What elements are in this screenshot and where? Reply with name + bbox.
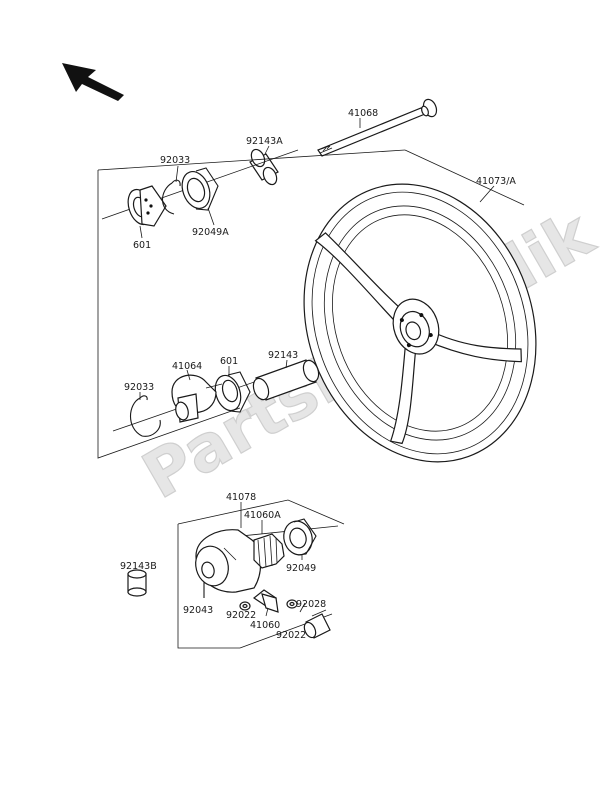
callout-labels: 41068 92143A 92033 41073/A 601 92049A 41…: [120, 108, 516, 641]
seal-92049: [283, 518, 317, 556]
callout-41078: 41078: [226, 492, 256, 503]
leader-lines: [139, 118, 495, 617]
washer-92022-b: [286, 599, 298, 609]
washer-92022-a: [239, 601, 251, 611]
seal-92049A: [181, 167, 219, 211]
callout-92043: 92043: [183, 605, 213, 616]
gear-41060A: [253, 533, 285, 569]
circlip-92033-mid: [129, 395, 161, 437]
front-direction-arrow-icon: [62, 63, 124, 101]
gear-housing-41078: [195, 529, 262, 593]
collar-92143: [252, 359, 320, 401]
callout-92033-mid: 92033: [124, 382, 154, 393]
callout-41073A: 41073/A: [476, 176, 516, 187]
circlip-92033-top: [161, 179, 181, 215]
callout-92049: 92049: [286, 563, 316, 574]
callout-92028: 92028: [296, 599, 326, 610]
callout-92022-b: 92022: [276, 630, 306, 641]
callout-92143B: 92143B: [120, 561, 157, 572]
callout-41060: 41060: [250, 620, 280, 631]
pinion-41060: [252, 589, 279, 613]
callout-92022-a: 92022: [226, 610, 256, 621]
wheel-41073A: [303, 183, 537, 463]
flange-41064: [171, 374, 223, 423]
collar-92143B: [127, 569, 147, 597]
callout-92033-top: 92033: [160, 155, 190, 166]
axle-41068: [317, 98, 438, 157]
callout-92143: 92143: [268, 350, 298, 361]
collar-92143A: [249, 148, 279, 186]
callout-601-mid: 601: [220, 356, 238, 367]
bushing-92028: [303, 609, 331, 639]
bearing-601-top: [127, 185, 167, 227]
callout-41060A: 41060A: [244, 510, 281, 521]
callout-41064: 41064: [172, 361, 202, 372]
callout-92049A: 92049A: [192, 227, 229, 238]
callout-92143A: 92143A: [246, 136, 283, 147]
callout-41068: 41068: [348, 108, 378, 119]
callout-601-top: 601: [133, 240, 151, 251]
